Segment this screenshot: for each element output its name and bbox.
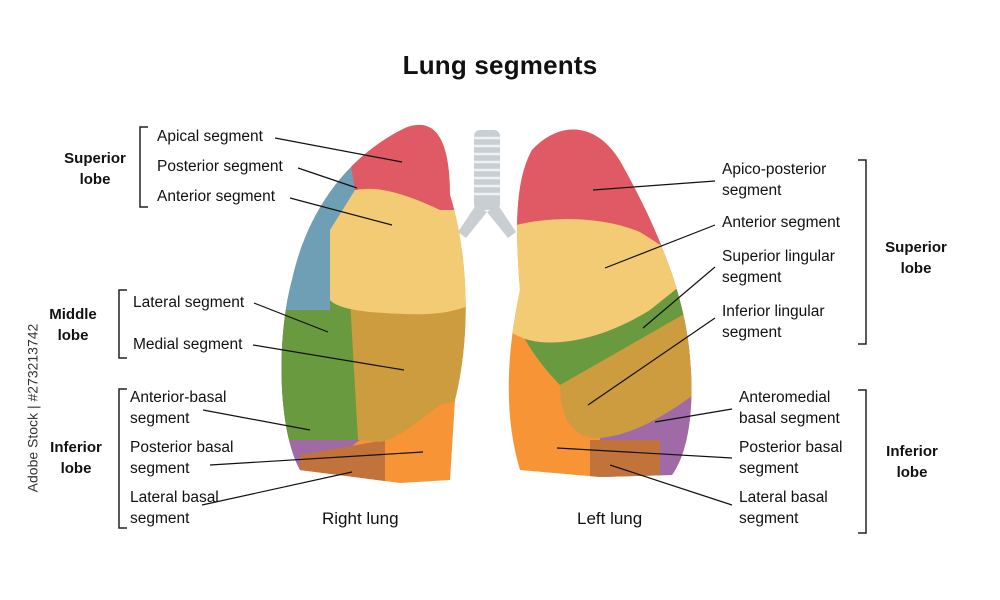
leader-posterior-basal-left [556, 447, 733, 459]
segment-label-anterior-left: Anterior segment [722, 214, 841, 231]
leader-lateral-basal-left [609, 464, 733, 506]
right-anterior-region [330, 180, 466, 315]
leader-inferior-lingular [587, 317, 716, 406]
segment-label-lateral: Lateral segment [133, 294, 245, 311]
segment-label-lateral-basal-right: Lateral basal segment [130, 489, 219, 527]
right-superior-lobe-label: Superior lobe [64, 150, 126, 188]
segment-label-medial: Medial segment [133, 336, 243, 353]
left-lateral-basal-region [590, 440, 660, 477]
segment-label-posterior: Posterior segment [157, 158, 283, 175]
left-superior-lobe-bracket [858, 159, 867, 345]
leader-posterior-basal-right [209, 451, 424, 466]
leader-posterior [297, 167, 358, 189]
right-lung-caption: Right lung [322, 509, 399, 528]
leader-apico-posterior [592, 180, 716, 191]
right-medial-region [350, 300, 466, 442]
brackets [118, 126, 867, 534]
leader-superior-lingular [642, 266, 716, 329]
segment-label-inferior-lingular: Inferior lingular segment [722, 303, 825, 341]
stock-watermark-id: Adobe Stock | #273213742 [24, 323, 41, 493]
left-inferior-lingular-region [560, 300, 692, 439]
segment-label-posterior-basal-left: Posterior basal segment [739, 439, 843, 477]
diagram-title: Lung segments [402, 50, 598, 80]
right-inferior-lobe-label: Inferior lobe [50, 439, 102, 477]
segment-label-posterior-basal-right: Posterior basal segment [130, 439, 234, 477]
leader-apical [274, 137, 403, 163]
leader-anterior-left [604, 224, 716, 269]
leader-anteromedial-basal [654, 408, 733, 423]
right-middle-lobe-bracket [118, 289, 127, 359]
leader-lateral [253, 302, 329, 333]
left-inferior-lobe-bracket [858, 389, 867, 534]
segment-label-anterior-basal-right: Anterior-basal segment [130, 389, 227, 427]
segment-label-apical: Apical segment [157, 128, 263, 145]
left-superior-lobe-label: Superior lobe [885, 239, 947, 277]
segment-label-lateral-basal-left: Lateral basal segment [739, 489, 828, 527]
segment-label-apico-posterior: Apico-posterior segment [722, 161, 827, 199]
right-middle-lobe-label: Middle lobe [49, 306, 97, 344]
leader-lines [201, 137, 733, 506]
left-lung-caption: Left lung [577, 509, 643, 528]
segment-label-anteromedial-basal: Anteromedial basal segment [739, 389, 840, 427]
right-lung [281, 124, 466, 484]
right-inferior-lobe-bracket [118, 388, 127, 529]
trachea [458, 130, 516, 238]
leader-anterior-basal-right [202, 409, 311, 431]
right-superior-lobe-bracket [139, 126, 148, 208]
right-lateral-region [281, 282, 360, 440]
segment-label-anterior-right: Anterior segment [157, 188, 276, 205]
leader-lateral-basal-right [201, 471, 353, 506]
leader-anterior-right [289, 197, 393, 226]
segment-label-superior-lingular: Superior lingular segment [722, 248, 835, 286]
left-lung [508, 129, 692, 477]
left-inferior-lobe-label: Inferior lobe [886, 443, 938, 481]
leader-medial [252, 344, 405, 371]
